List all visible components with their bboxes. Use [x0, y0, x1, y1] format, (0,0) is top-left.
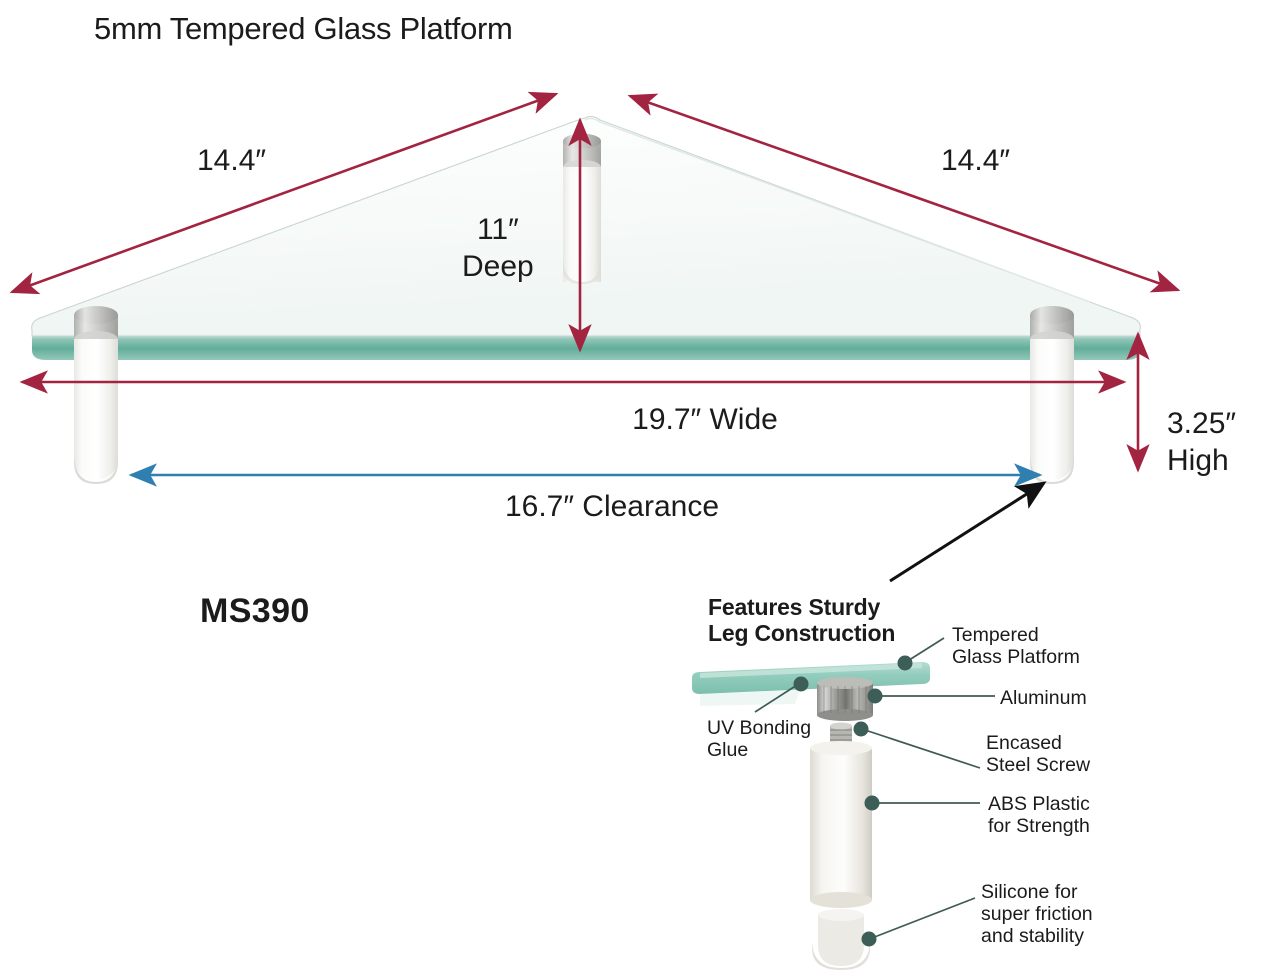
callout-label-silicone: Silicone for super friction and stabilit…	[981, 881, 1093, 948]
dot-aluminum	[867, 688, 883, 704]
dot-tempered-glass	[897, 655, 913, 671]
detail-glass-highlight	[700, 663, 922, 678]
detail-abs-bottom	[810, 892, 872, 908]
dimension-label-depth: 11″ Deep	[462, 213, 534, 283]
detail-aluminum-knurl	[823, 686, 867, 713]
detail-silicone-foot	[818, 915, 864, 966]
dimension-label-right-hypotenuse: 14.4″	[941, 144, 1011, 177]
leg-right	[1030, 306, 1074, 484]
dimension-label-height: 3.25″ High	[1167, 407, 1237, 477]
dimension-label-left-hypotenuse: 14.4″	[197, 144, 267, 177]
dot-abs-plastic	[864, 795, 880, 811]
page-title: 5mm Tempered Glass Platform	[94, 11, 513, 46]
dimension-label-width: 19.7″ Wide	[632, 403, 778, 436]
callout-label-tempered-glass-platform: Tempered Glass Platform	[952, 624, 1080, 669]
leader-silicone	[871, 897, 976, 939]
detail-silicone-top	[818, 909, 864, 921]
dot-silicone	[861, 931, 877, 947]
callout-dots	[793, 655, 913, 947]
callout-label-abs-plastic: ABS Plastic for Strength	[988, 793, 1090, 838]
dimension-label-clearance: 16.7″ Clearance	[504, 490, 720, 523]
callout-label-uv-bonding-glue: UV Bonding Glue	[707, 717, 812, 762]
callout-label-encased-steel-screw: Encased Steel Screw	[986, 732, 1091, 777]
arrow-callout-pointer	[889, 481, 1047, 583]
detail-screw-top	[830, 722, 852, 730]
callout-label-aluminum: Aluminum	[1000, 687, 1087, 709]
detail-abs-top	[810, 741, 872, 755]
dot-uv-glue	[793, 676, 809, 692]
detail-abs-body	[810, 748, 872, 900]
callout-leader-lines	[754, 637, 995, 939]
callout-heading: Features Sturdy Leg Construction	[708, 594, 896, 647]
leader-tempered-glass	[905, 637, 945, 663]
leg-left	[74, 306, 118, 484]
leader-uv-glue	[754, 684, 798, 713]
detail-glass-reflection	[700, 690, 800, 706]
leader-steel-screw	[864, 729, 981, 769]
dot-steel-screw	[853, 721, 869, 737]
model-number: MS390	[200, 592, 310, 630]
arrow-left-hypotenuse	[9, 91, 559, 295]
arrow-right-hypotenuse	[627, 93, 1181, 293]
